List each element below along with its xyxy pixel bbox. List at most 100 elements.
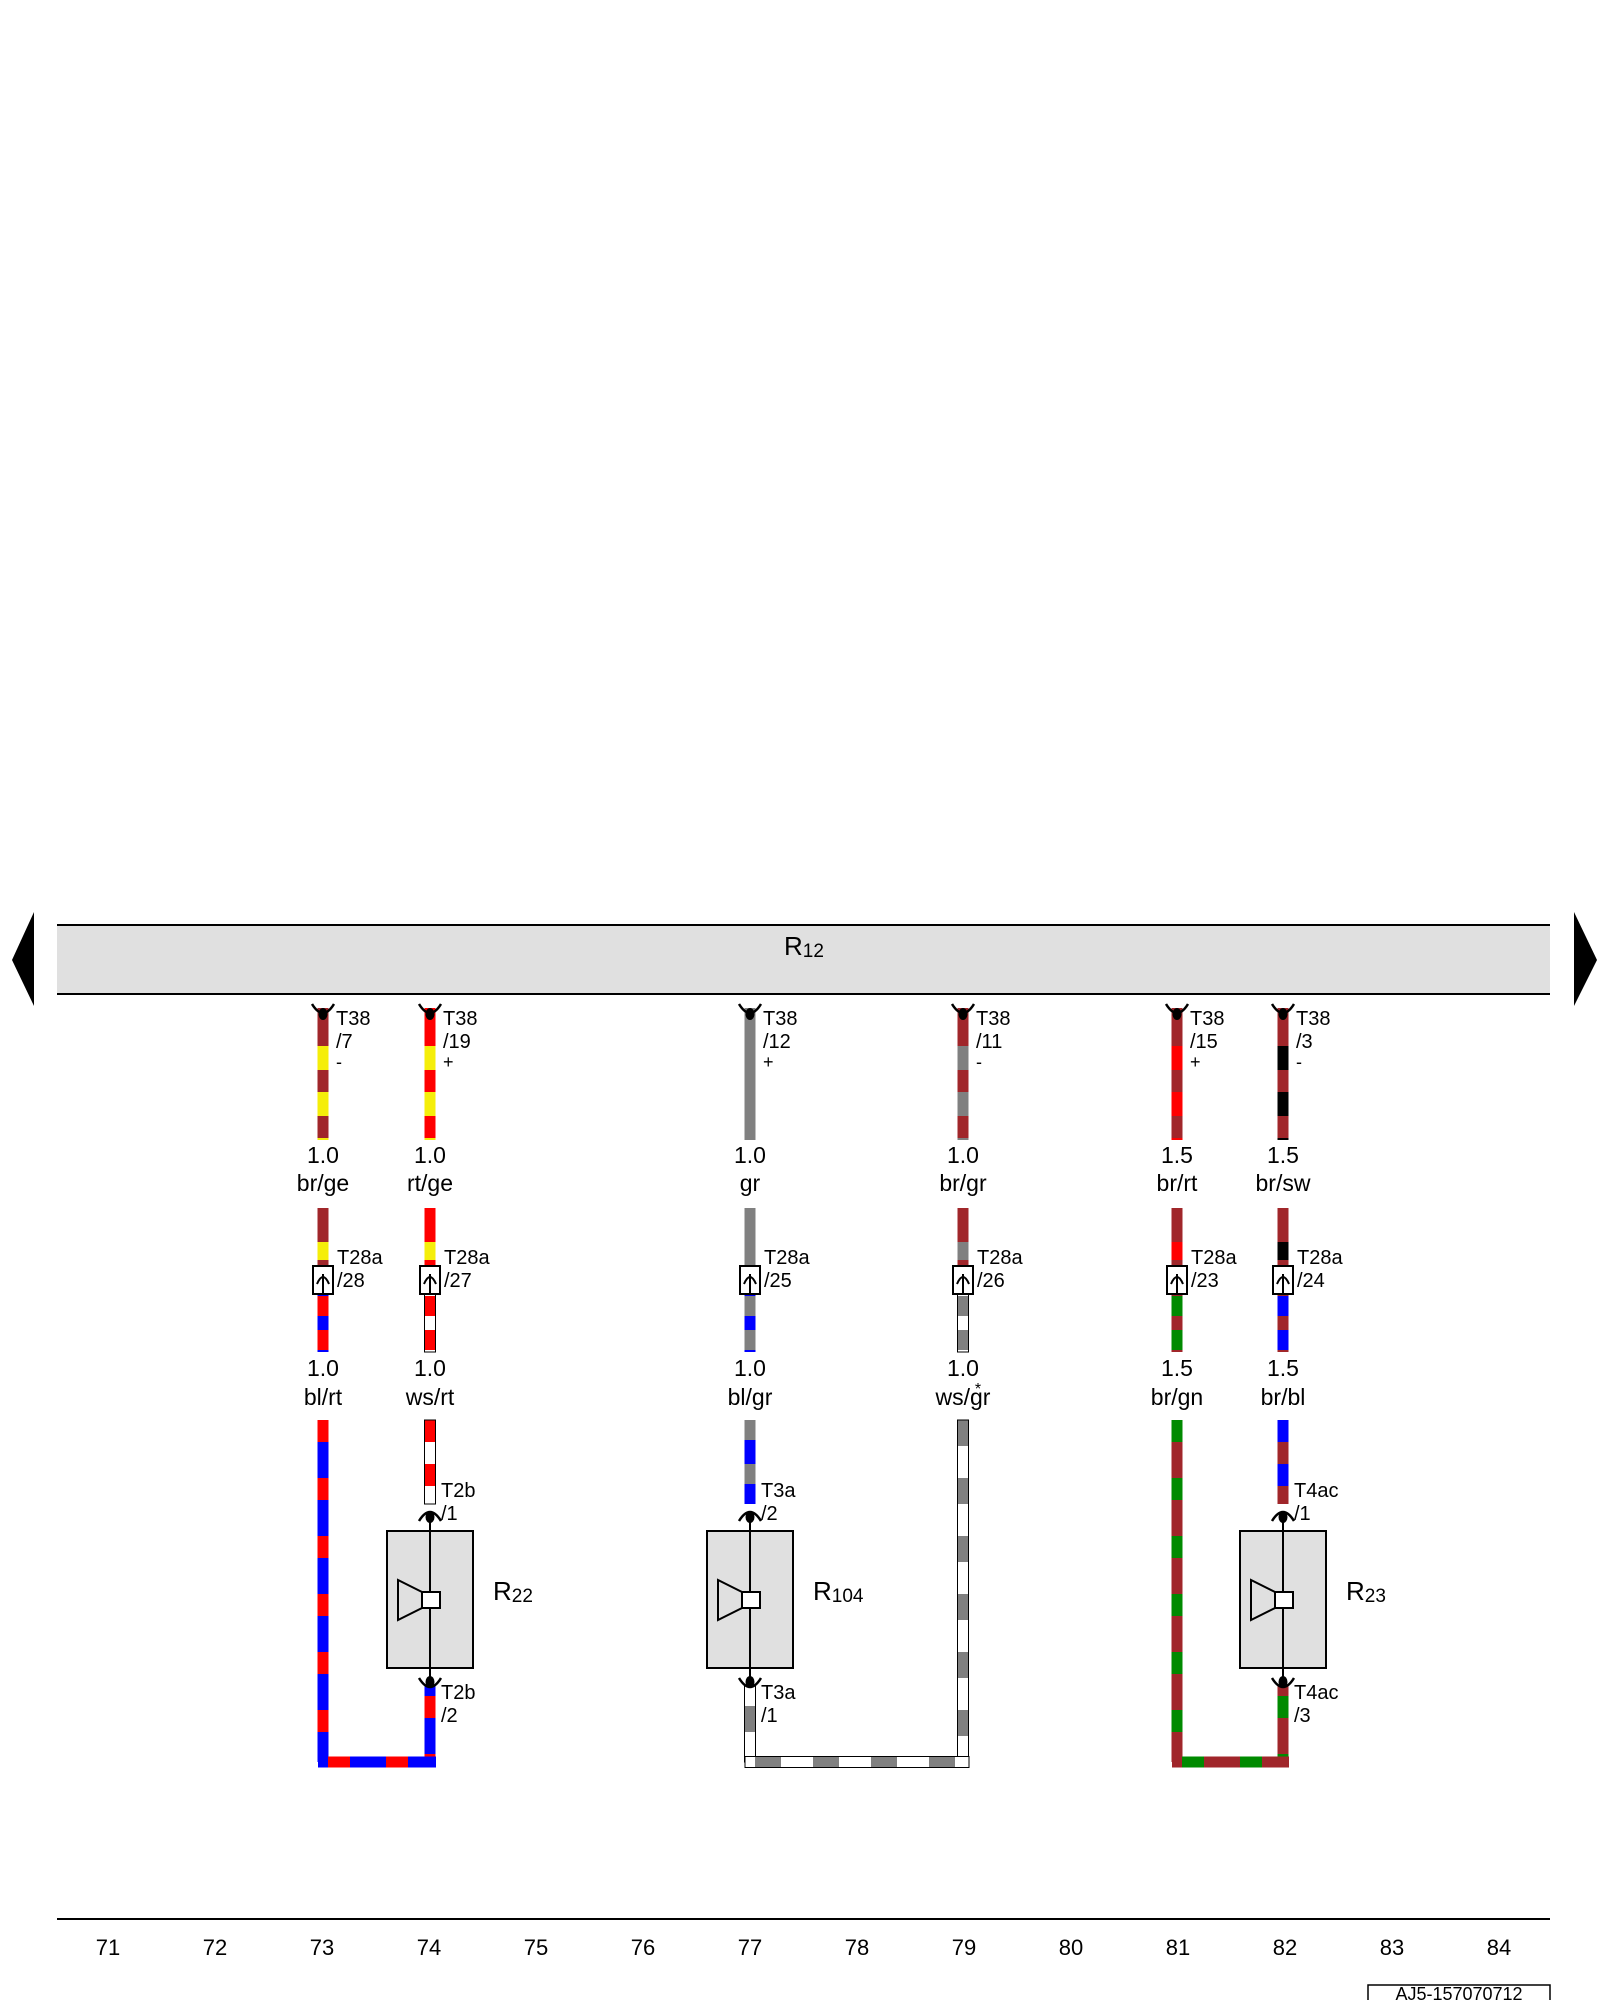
wire-2-upper-size: 1.0	[414, 1142, 446, 1168]
grid-number-82: 82	[1273, 1935, 1297, 1960]
wire-3-top-conn: T38	[763, 1008, 797, 1030]
wire-2-lower-size: 1.0	[414, 1355, 446, 1381]
wire-2-upper-color: rt/ge	[407, 1170, 453, 1196]
diagram-id-box	[1367, 1984, 1551, 2000]
grid-number-78: 78	[845, 1935, 869, 1960]
speaker-22-bottom-conn: T2b	[441, 1682, 475, 1704]
diagram-id: AJ5-157070712	[1395, 1984, 1522, 2000]
wire-6-mid-pin: /24	[1297, 1270, 1325, 1292]
grid-number-83: 83	[1380, 1935, 1404, 1960]
wire-3-lower-color: bl/gr	[728, 1384, 773, 1410]
wire-5-top-pin: /15	[1190, 1031, 1218, 1053]
wire-2-top-conn: T38	[443, 1008, 477, 1030]
wire-5-upper-color: br/rt	[1157, 1170, 1199, 1196]
speaker-23-bottom-conn: T4ac	[1294, 1682, 1338, 1704]
wire-4-lower-color: ws/gr	[935, 1384, 991, 1410]
speaker-22-top-pin: /1	[441, 1503, 458, 1525]
speaker-104-bottom-conn: T3a	[761, 1682, 796, 1704]
wire-3-upper-size: 1.0	[734, 1142, 766, 1168]
wire-2-plug-icon	[419, 1265, 441, 1295]
wire-6-mid-upper	[1277, 1208, 1289, 1270]
speaker-104-label: R104	[813, 1576, 864, 1607]
wire-2-upper	[424, 1008, 436, 1140]
wire-1-mid-lower	[317, 1270, 329, 1352]
speaker-icon	[717, 1578, 761, 1622]
wire-6-run	[1277, 1420, 1289, 1504]
wire-4-pin-icon	[950, 1003, 976, 1020]
wire-6-upper-color: br/sw	[1256, 1170, 1311, 1196]
grid-number-72: 72	[203, 1935, 227, 1960]
wire-4-mid-upper	[957, 1208, 969, 1270]
wire-5-lower-color: br/gn	[1151, 1384, 1203, 1410]
wire-3-pin-icon	[737, 1003, 763, 1020]
wire-4-plug-icon	[952, 1265, 974, 1295]
wire-3-mid-lower	[744, 1270, 756, 1352]
speaker-22-bottom-terminal-icon	[417, 1676, 443, 1689]
labels-layer: T38/7-1.0br/geT28a/281.0bl/rtT38/19+1.0r…	[297, 1008, 1344, 1727]
wire-6-polarity: -	[1296, 1052, 1302, 1072]
wire-6-pin-icon	[1270, 1003, 1296, 1020]
wire-3-plug-icon	[739, 1265, 761, 1295]
wire-6-upper-size: 1.5	[1267, 1142, 1299, 1168]
wire-3-run	[744, 1420, 756, 1504]
wire-6-mid-lower	[1277, 1270, 1289, 1352]
wire-6-mid-conn: T28a	[1297, 1247, 1343, 1269]
wire-1-bridge	[318, 1756, 436, 1768]
wire-6-lower-size: 1.5	[1267, 1355, 1299, 1381]
wire-6-top-conn: T38	[1296, 1008, 1330, 1030]
wire-4-top-conn: T38	[976, 1008, 1010, 1030]
wire-4-lower-mark: *	[975, 1381, 981, 1398]
wires-layer	[310, 1003, 1296, 1768]
wire-3-top-pin: /12	[763, 1031, 791, 1053]
arrow-left-icon[interactable]	[12, 912, 34, 1006]
speaker-23-top-terminal-icon	[1270, 1510, 1296, 1523]
grid-number-80: 80	[1059, 1935, 1083, 1960]
r12-unit-label: R12	[784, 931, 824, 962]
wire-1-upper-color: br/ge	[297, 1170, 349, 1196]
wire-4-bridge	[744, 1756, 970, 1768]
wire-6-plug-icon	[1272, 1265, 1294, 1295]
wire-5-lower-size: 1.5	[1161, 1355, 1193, 1381]
speaker-23-bottom-pin: /3	[1294, 1705, 1311, 1727]
wire-2-top-pin: /19	[443, 1031, 471, 1053]
wire-1-upper	[317, 1008, 329, 1140]
speaker-104-top-pin: /2	[761, 1503, 778, 1525]
wire-5-mid-pin: /23	[1191, 1270, 1219, 1292]
wire-5-mid-upper	[1171, 1208, 1183, 1270]
r12-unit-bar	[57, 925, 1550, 994]
grid-number-77: 77	[738, 1935, 762, 1960]
wire-4-top-pin: /11	[976, 1031, 1002, 1053]
speaker-22-label: R22	[493, 1576, 533, 1607]
wire-1-plug-icon	[312, 1265, 334, 1295]
wire-5-bridge	[1172, 1756, 1289, 1768]
wire-5-run	[1171, 1420, 1183, 1762]
speaker-104-bottom-terminal-icon	[737, 1676, 763, 1689]
grid-number-76: 76	[631, 1935, 655, 1960]
arrow-right-icon[interactable]	[1574, 912, 1597, 1006]
wire-4-upper-size: 1.0	[947, 1142, 979, 1168]
speaker-23-top-pin: /1	[1294, 1503, 1311, 1525]
wire-6-top-pin: /3	[1296, 1031, 1313, 1053]
wire-1-top-pin: /7	[336, 1031, 353, 1053]
wire-4-upper-color: br/gr	[939, 1170, 987, 1196]
wire-5-pin-icon	[1164, 1003, 1190, 1020]
wire-1-pin-icon	[310, 1003, 336, 1020]
wire-1-mid-pin: /28	[337, 1270, 365, 1292]
grid-number-74: 74	[417, 1935, 441, 1960]
grid-number-84: 84	[1487, 1935, 1511, 1960]
speaker-104-bottom-pin: /1	[761, 1705, 778, 1727]
wire-5-return	[1277, 1686, 1289, 1762]
wire-5-upper	[1171, 1008, 1183, 1140]
wire-1-mid-upper	[317, 1208, 329, 1270]
speaker-23-bottom-terminal-icon	[1270, 1676, 1296, 1689]
wire-3-upper-color: gr	[740, 1170, 761, 1196]
wire-4-mid-pin: /26	[977, 1270, 1005, 1292]
wire-4-upper	[957, 1008, 969, 1140]
wire-4-polarity: -	[976, 1052, 982, 1072]
wire-5-plug-icon	[1166, 1265, 1188, 1295]
wire-3-mid-upper	[744, 1208, 756, 1270]
wire-1-return	[424, 1686, 436, 1762]
wire-2-mid-upper	[424, 1208, 436, 1270]
